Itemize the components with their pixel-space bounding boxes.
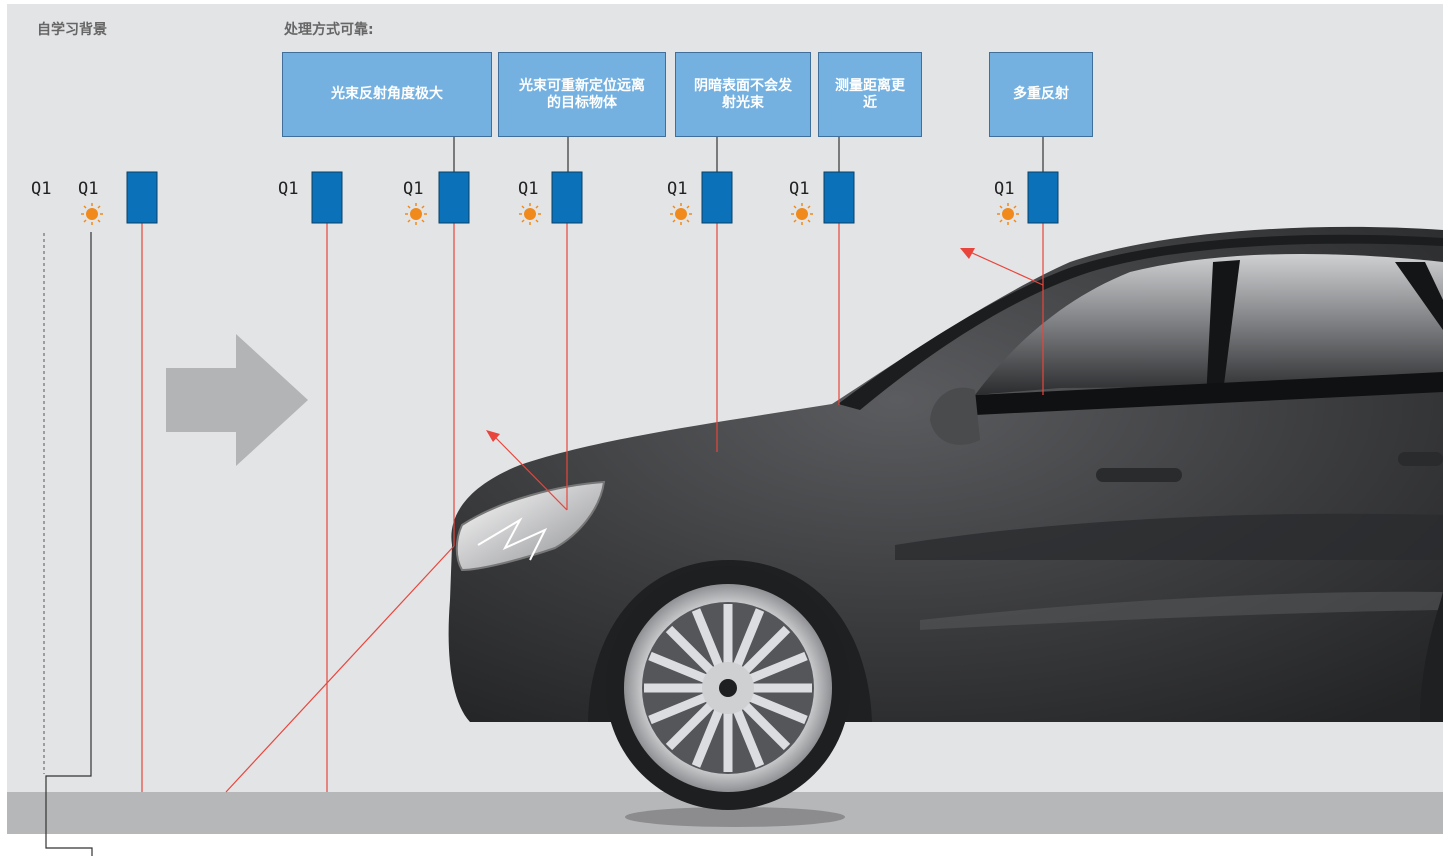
beam-arrowhead [486, 430, 500, 442]
label-box-dark-surface: 阴暗表面不会发射光束 [675, 52, 811, 137]
sensor-output-label: Q1 [31, 179, 52, 199]
heading-reliable-processing: 处理方式可靠: [284, 22, 374, 38]
sensor-output-label: Q1 [667, 179, 688, 199]
reference-path-line [45, 232, 93, 856]
label-box-multiple-reflection: 多重反射 [989, 52, 1093, 137]
sensor-icon [126, 171, 1059, 224]
sensor-output-label: Q1 [518, 179, 539, 199]
label-box-redirected-target: 光束可重新定位远离的目标物体 [498, 52, 666, 137]
sensor-output-label: Q1 [994, 179, 1015, 199]
car-illustration [448, 226, 1443, 827]
heading-self-learning-background: 自学习背景 [37, 22, 107, 38]
indicator-light-icon [81, 203, 1019, 225]
arrow-right-icon [166, 334, 308, 466]
sensor-output-label: Q1 [403, 179, 424, 199]
beam-arrowhead [960, 248, 975, 259]
beam-lines [141, 223, 1044, 793]
box-connectors [453, 137, 1044, 172]
label-box-closer-distance: 测量距离更近 [818, 52, 922, 137]
sensor-output-label: Q1 [78, 179, 99, 199]
label-box-large-reflection-angle: 光束反射角度极大 [282, 52, 492, 137]
sensor-output-label: Q1 [278, 179, 299, 199]
sensor-output-label: Q1 [789, 179, 810, 199]
